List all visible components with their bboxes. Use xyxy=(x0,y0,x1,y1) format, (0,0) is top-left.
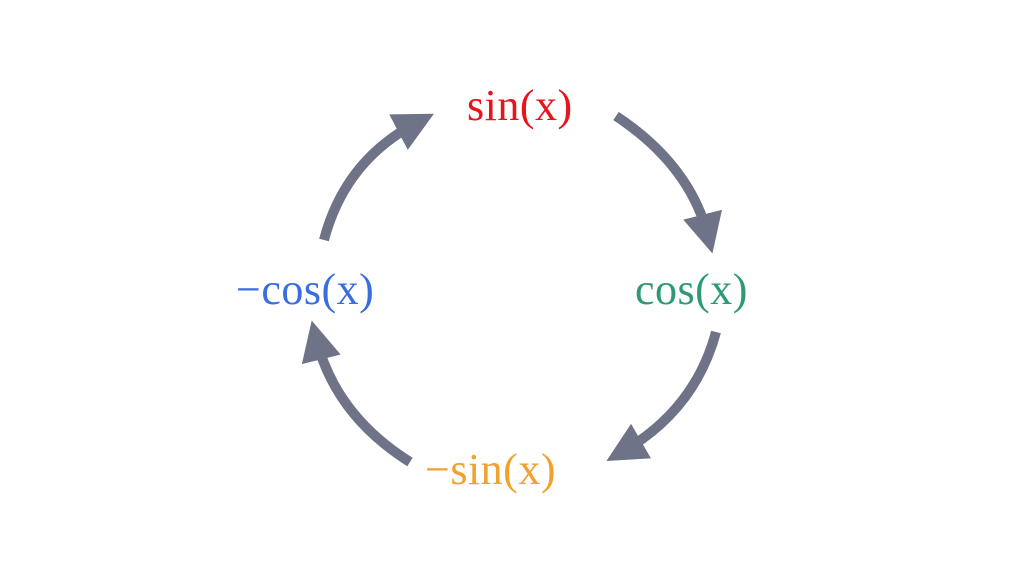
arrow-sin-to-cos xyxy=(613,111,722,254)
term-sin-x: sin(x) xyxy=(467,81,573,130)
term-neg-cos-x: −cos(x) xyxy=(236,265,375,314)
arrow-neg-sin-to-neg-cos xyxy=(301,320,413,467)
term-neg-sin-x: −sin(x) xyxy=(425,445,556,494)
arrow-neg-cos-to-sin xyxy=(319,113,434,242)
arrow-cos-to-neg-sin xyxy=(606,330,721,461)
term-cos-x: cos(x) xyxy=(635,265,748,314)
